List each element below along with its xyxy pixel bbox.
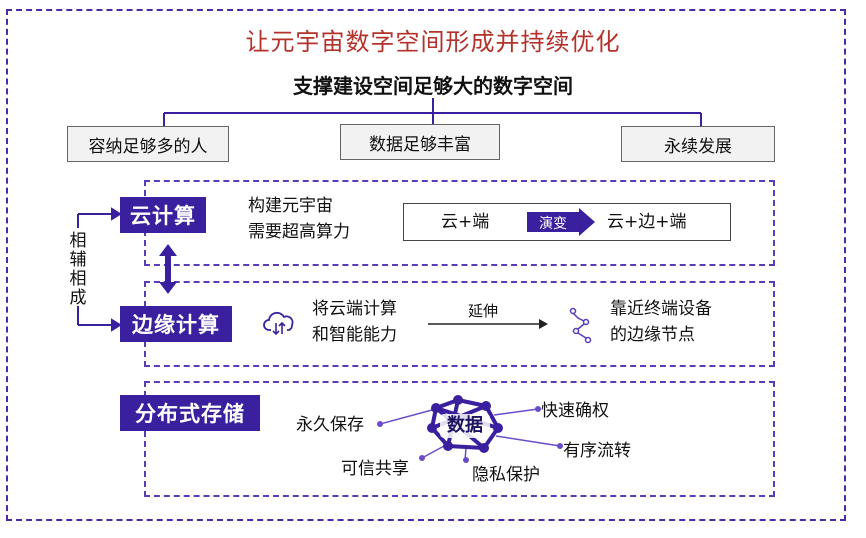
- storage-tag: 分布式存储: [120, 395, 260, 431]
- page-subtitle: 支撑建设空间足够大的数字空间: [293, 74, 573, 98]
- edge-desc-line: 将云端计算: [312, 299, 397, 319]
- cloud-tag: 云计算: [120, 197, 206, 233]
- edge-desc-line: 和智能能力: [312, 325, 397, 345]
- edge-desc: 将云端计算 和智能能力: [312, 296, 397, 348]
- extend-arrow: [428, 319, 548, 329]
- cloud-desc-line: 构建元宇宙: [248, 196, 333, 216]
- data-center-label: 数据: [440, 414, 490, 438]
- edge-target-line: 的边缘节点: [610, 325, 695, 345]
- evolve-arrow: [527, 208, 595, 236]
- feature-fast-rights: 快速确权: [541, 401, 609, 421]
- evolve-label: 演变: [539, 216, 567, 232]
- page-title: 让元宇宙数字空间形成并持续优化: [245, 28, 621, 56]
- side-label: 相辅相成: [69, 231, 87, 308]
- pillar-label: 永续发展: [664, 136, 732, 157]
- pillar-label: 容纳足够多的人: [88, 136, 208, 157]
- cloud-desc: 构建元宇宙 需要超高算力: [248, 193, 350, 245]
- extend-label: 延伸: [468, 302, 499, 320]
- feature-ordered-flow: 有序流转: [563, 441, 631, 461]
- feature-permanent: 永久保存: [296, 415, 364, 435]
- edge-target-line: 靠近终端设备: [610, 299, 712, 319]
- feature-trusted-share: 可信共享: [341, 459, 409, 479]
- cloud-evolution-box: [403, 203, 731, 241]
- pillar-sustainable: 永续发展: [621, 126, 775, 162]
- feature-privacy: 隐私保护: [472, 465, 540, 485]
- edge-tag: 边缘计算: [120, 306, 232, 342]
- outer-frame: [6, 9, 846, 521]
- pillar-people: 容纳足够多的人: [67, 126, 229, 162]
- edge-target: 靠近终端设备 的边缘节点: [610, 296, 712, 348]
- cloud-to: 云+边+端: [607, 212, 687, 232]
- node-path-icon: [569, 307, 592, 344]
- storage-section: [144, 381, 775, 497]
- cloud-from: 云+端: [441, 212, 490, 232]
- pillar-label: 数据足够丰富: [369, 134, 471, 155]
- pillar-data: 数据足够丰富: [340, 124, 500, 160]
- cloud-sync-icon: [263, 311, 294, 336]
- cloud-desc-line: 需要超高算力: [248, 222, 350, 242]
